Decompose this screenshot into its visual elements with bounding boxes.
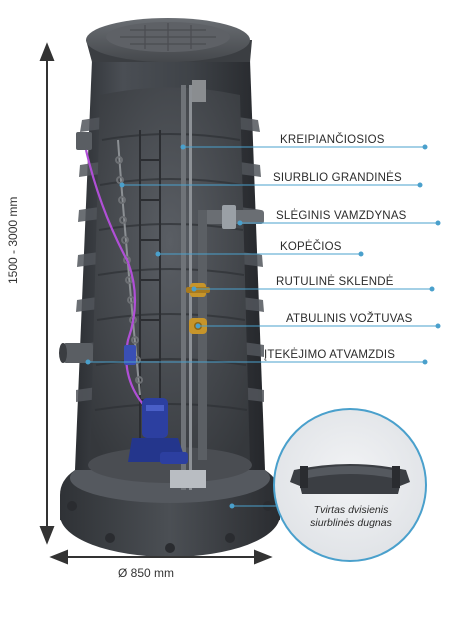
inset-caption-line1: Tvirtas dvisienis bbox=[313, 504, 389, 516]
diameter-dimension-label: Ø 850 mm bbox=[118, 566, 175, 580]
inlet-pipe bbox=[59, 343, 93, 363]
ladder bbox=[139, 130, 161, 450]
upper-pipe-stub bbox=[76, 132, 92, 150]
label-pump-chains: SIURBLIO GRANDINĖS bbox=[273, 172, 402, 184]
label-guide-rails: KREIPIANČIOSIOS bbox=[280, 134, 385, 146]
height-dimension-label: 1500 - 3000 mm bbox=[6, 196, 20, 284]
label-check-valve: ATBULINIS VOŽTUVAS bbox=[286, 313, 413, 325]
inset-caption-line2: siurblinės dugnas bbox=[310, 517, 392, 529]
label-pressure-pipeline: SLĖGINIS VAMZDYNAS bbox=[276, 210, 407, 222]
inset-caption: Tvirtas dvisienis siurblinės dugnas bbox=[286, 504, 416, 530]
tank-body bbox=[75, 60, 265, 483]
diameter-dimension-arrow bbox=[49, 549, 273, 565]
label-ball-valve: RUTULINĖ SKLENDĖ bbox=[276, 276, 394, 288]
leader-lines bbox=[85, 144, 441, 509]
tank-lid bbox=[86, 18, 252, 62]
label-ladder: KOPĖČIOS bbox=[280, 241, 342, 253]
pump bbox=[124, 345, 206, 488]
label-inlet-pipe: ĮTEKĖJIMO ATVAMZDIS bbox=[264, 349, 396, 361]
inset-bottom-detail bbox=[273, 408, 427, 562]
height-dimension-arrow bbox=[39, 42, 55, 545]
pressure-pipe bbox=[198, 205, 264, 460]
pump-cable bbox=[84, 149, 149, 411]
